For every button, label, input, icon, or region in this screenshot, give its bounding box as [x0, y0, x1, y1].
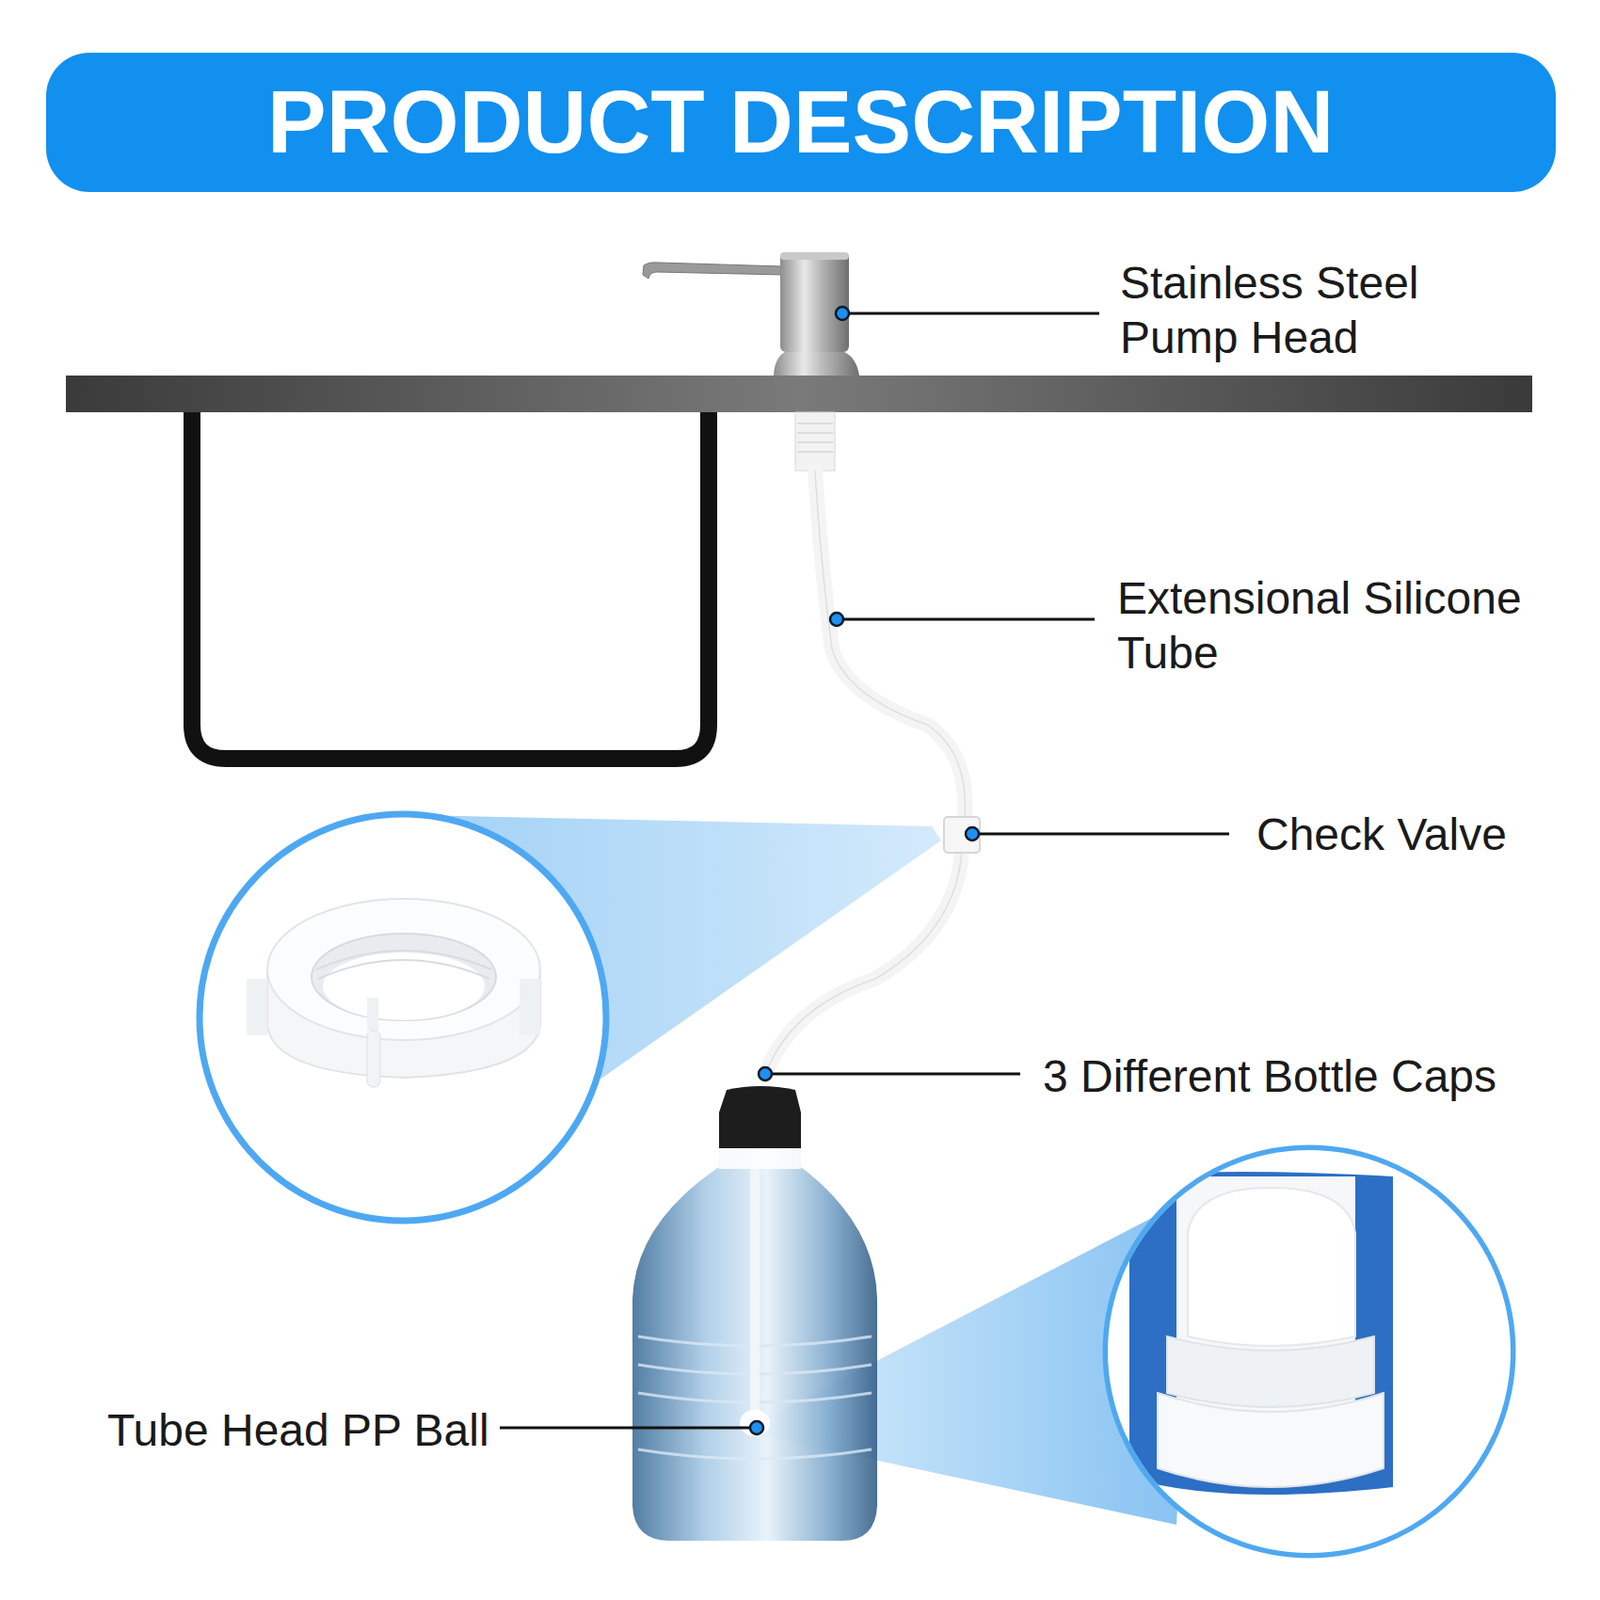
- leader-dots: [750, 306, 979, 1435]
- pp-ball-detail: [1101, 1143, 1516, 1558]
- pump-head: [642, 252, 860, 376]
- tube-edge: [765, 470, 966, 1075]
- countertop: [65, 375, 1533, 413]
- pump-thread: [795, 412, 835, 471]
- part-label: Stainless Steel Pump Head: [1120, 256, 1516, 366]
- check-valve: [944, 816, 980, 853]
- title: PRODUCT DESCRIPTION: [267, 70, 1334, 175]
- part-label: Check Valve: [1256, 807, 1507, 863]
- bottle-cap-ring: [246, 898, 541, 1088]
- leader-lines: [499, 313, 1230, 1428]
- title-band: [46, 52, 1556, 192]
- part-label: Tube Head PP Ball: [107, 1403, 490, 1458]
- zoom-circle: [199, 814, 607, 1221]
- water-bottle: [632, 1086, 878, 1541]
- silicone-tube: [765, 470, 966, 1075]
- part-label: 3 Different Bottle Caps: [1042, 1049, 1497, 1104]
- sink-outline: [192, 412, 709, 759]
- part-label: Extensional Silicone Tube: [1117, 571, 1584, 681]
